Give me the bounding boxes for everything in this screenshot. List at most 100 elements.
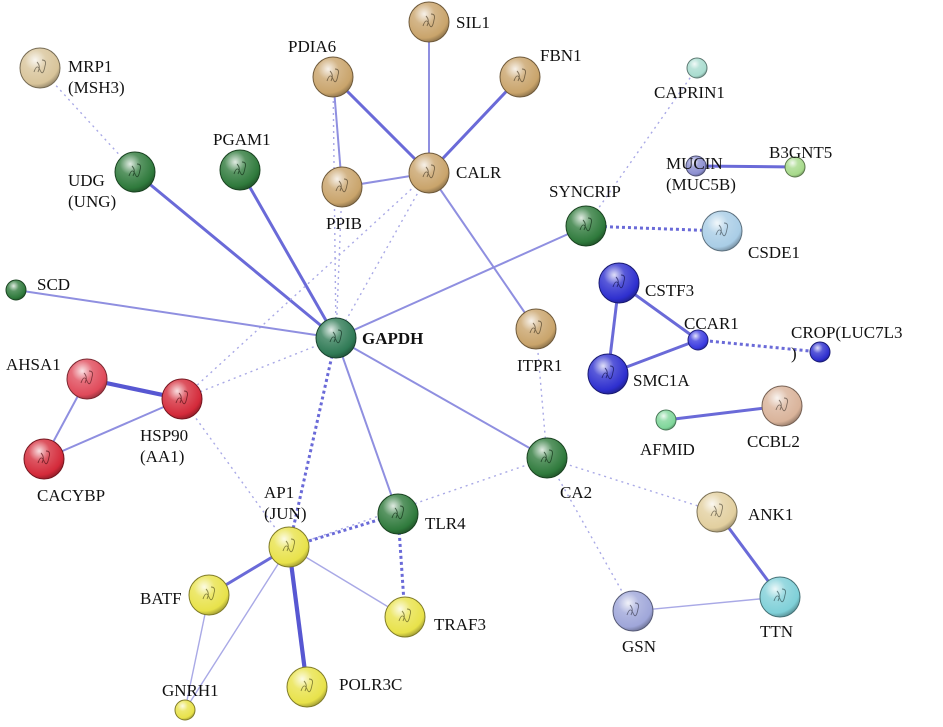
node-sphere-ank1[interactable] xyxy=(696,491,738,533)
protein-structure-icon xyxy=(422,13,436,28)
node-mrp1[interactable]: MRP1(MSH3) xyxy=(19,47,125,97)
node-caprin1[interactable]: CAPRIN1 xyxy=(654,57,725,102)
protein-structure-icon xyxy=(300,678,314,693)
node-sphere-batf[interactable] xyxy=(188,574,230,616)
protein-structure-icon xyxy=(626,602,640,617)
node-label-line: TRAF3 xyxy=(434,615,486,634)
protein-structure-icon xyxy=(33,59,47,74)
node-b3gnt5[interactable]: B3GNT5 xyxy=(769,143,832,178)
node-sphere-ttn[interactable] xyxy=(759,576,801,618)
node-sphere-ap1[interactable] xyxy=(268,526,310,568)
edge-gapdh-ca2 xyxy=(335,337,548,459)
node-batf[interactable]: BATF xyxy=(140,574,230,616)
node-sphere-mrp1[interactable] xyxy=(19,47,61,89)
node-label-line: CROP(LUC7L3 xyxy=(791,323,902,342)
node-sphere-csde1[interactable] xyxy=(701,210,743,252)
node-sphere-cstf3[interactable] xyxy=(598,262,640,304)
node-label-line: AP1 xyxy=(264,483,294,502)
node-sphere-hsp90[interactable] xyxy=(161,378,203,420)
node-sphere-fbn1[interactable] xyxy=(499,56,541,98)
edge-ap1-gnrh1 xyxy=(184,546,290,711)
node-pgam1[interactable]: PGAM1 xyxy=(213,130,271,191)
node-ahsa1[interactable]: AHSA1 xyxy=(6,355,108,400)
node-sphere-mucin[interactable] xyxy=(685,155,707,177)
node-udg[interactable]: UDG(UNG) xyxy=(68,151,156,211)
node-label-gnrh1: GNRH1 xyxy=(162,681,219,700)
node-sphere-pdia6[interactable] xyxy=(312,56,354,98)
node-sphere-tlr4[interactable] xyxy=(377,493,419,535)
node-sphere-afmid[interactable] xyxy=(655,409,677,431)
node-label-line: AHSA1 xyxy=(6,355,61,374)
node-cstf3[interactable]: CSTF3 xyxy=(598,262,694,304)
node-label-line: GAPDH xyxy=(362,329,423,348)
node-ank1[interactable]: ANK1 xyxy=(696,491,793,533)
node-polr3c[interactable]: POLR3C xyxy=(286,666,402,708)
node-ttn[interactable]: TTN xyxy=(759,576,801,641)
node-mucin[interactable]: MUCIN(MUC5B) xyxy=(666,154,736,194)
node-sphere-calr[interactable] xyxy=(408,152,450,194)
node-label-smc1a: SMC1A xyxy=(633,371,690,390)
protein-structure-icon xyxy=(529,320,543,335)
node-cacybp[interactable]: CACYBP xyxy=(23,438,105,505)
node-fbn1[interactable]: FBN1 xyxy=(499,46,582,98)
node-sphere-ccar1[interactable] xyxy=(687,329,709,351)
node-sphere-udg[interactable] xyxy=(114,151,156,193)
node-label-line: HSP90 xyxy=(140,426,188,445)
protein-structure-icon xyxy=(233,161,247,176)
node-sphere-polr3c[interactable] xyxy=(286,666,328,708)
node-sphere-itpr1[interactable] xyxy=(515,308,557,350)
node-ap1[interactable]: AP1 (JUN) xyxy=(264,483,310,568)
node-sphere-ppib[interactable] xyxy=(321,166,363,208)
node-ccar1[interactable]: CCAR1 xyxy=(684,314,739,351)
node-gnrh1[interactable]: GNRH1 xyxy=(162,681,219,721)
node-ppib[interactable]: PPIB xyxy=(321,166,363,233)
node-label-b3gnt5: B3GNT5 xyxy=(769,143,832,162)
node-sphere-crop[interactable] xyxy=(809,341,831,363)
node-ccbl2[interactable]: CCBL2 xyxy=(747,385,803,451)
node-smc1a[interactable]: SMC1A xyxy=(587,353,690,395)
node-sphere-scd[interactable] xyxy=(5,279,27,301)
node-sphere-pgam1[interactable] xyxy=(219,149,261,191)
node-label-line: CCAR1 xyxy=(684,314,739,333)
node-sil1[interactable]: SIL1 xyxy=(408,1,490,43)
node-itpr1[interactable]: ITPR1 xyxy=(515,308,562,375)
node-label-line: BATF xyxy=(140,589,182,608)
node-label-line: UDG xyxy=(68,171,105,190)
node-sphere-traf3[interactable] xyxy=(384,596,426,638)
node-ca2[interactable]: CA2 xyxy=(526,437,592,502)
node-traf3[interactable]: TRAF3 xyxy=(384,596,486,638)
node-pdia6[interactable]: PDIA6 xyxy=(288,37,354,98)
node-crop[interactable]: CROP(LUC7L3) xyxy=(791,323,902,363)
node-sphere-smc1a[interactable] xyxy=(587,353,629,395)
node-syncrip[interactable]: SYNCRIP xyxy=(549,182,621,247)
node-afmid[interactable]: AFMID xyxy=(640,409,695,459)
edge-pgam1-gapdh xyxy=(238,169,338,339)
protein-structure-icon xyxy=(715,222,729,237)
protein-structure-icon xyxy=(398,608,412,623)
node-gapdh[interactable]: GAPDH xyxy=(315,317,423,359)
edge-hsp90-ap1 xyxy=(181,398,290,548)
node-label-ppib: PPIB xyxy=(326,214,362,233)
node-sphere-gapdh[interactable] xyxy=(315,317,357,359)
node-sphere-ca2[interactable] xyxy=(526,437,568,479)
node-sphere-cacybp[interactable] xyxy=(23,438,65,480)
protein-structure-icon xyxy=(773,588,787,603)
node-sphere-gsn[interactable] xyxy=(612,590,654,632)
node-label-line: (JUN) xyxy=(264,504,307,523)
node-tlr4[interactable]: TLR4 xyxy=(377,493,466,535)
node-sphere-caprin1[interactable] xyxy=(686,57,708,79)
node-sphere-ccbl2[interactable] xyxy=(761,385,803,427)
node-label-batf: BATF xyxy=(140,589,182,608)
node-sphere-gnrh1[interactable] xyxy=(174,699,196,721)
node-scd[interactable]: SCD xyxy=(5,275,70,301)
edge-gsn-ttn xyxy=(632,596,781,612)
node-gsn[interactable]: GSN xyxy=(612,590,656,656)
node-sphere-syncrip[interactable] xyxy=(565,205,607,247)
node-csde1[interactable]: CSDE1 xyxy=(701,210,800,262)
node-label-csde1: CSDE1 xyxy=(748,243,800,262)
node-sphere-ahsa1[interactable] xyxy=(66,358,108,400)
node-sphere-sil1[interactable] xyxy=(408,1,450,43)
node-hsp90[interactable]: HSP90(AA1) xyxy=(140,378,203,466)
node-sphere-b3gnt5[interactable] xyxy=(784,156,806,178)
node-calr[interactable]: CALR xyxy=(408,152,502,194)
